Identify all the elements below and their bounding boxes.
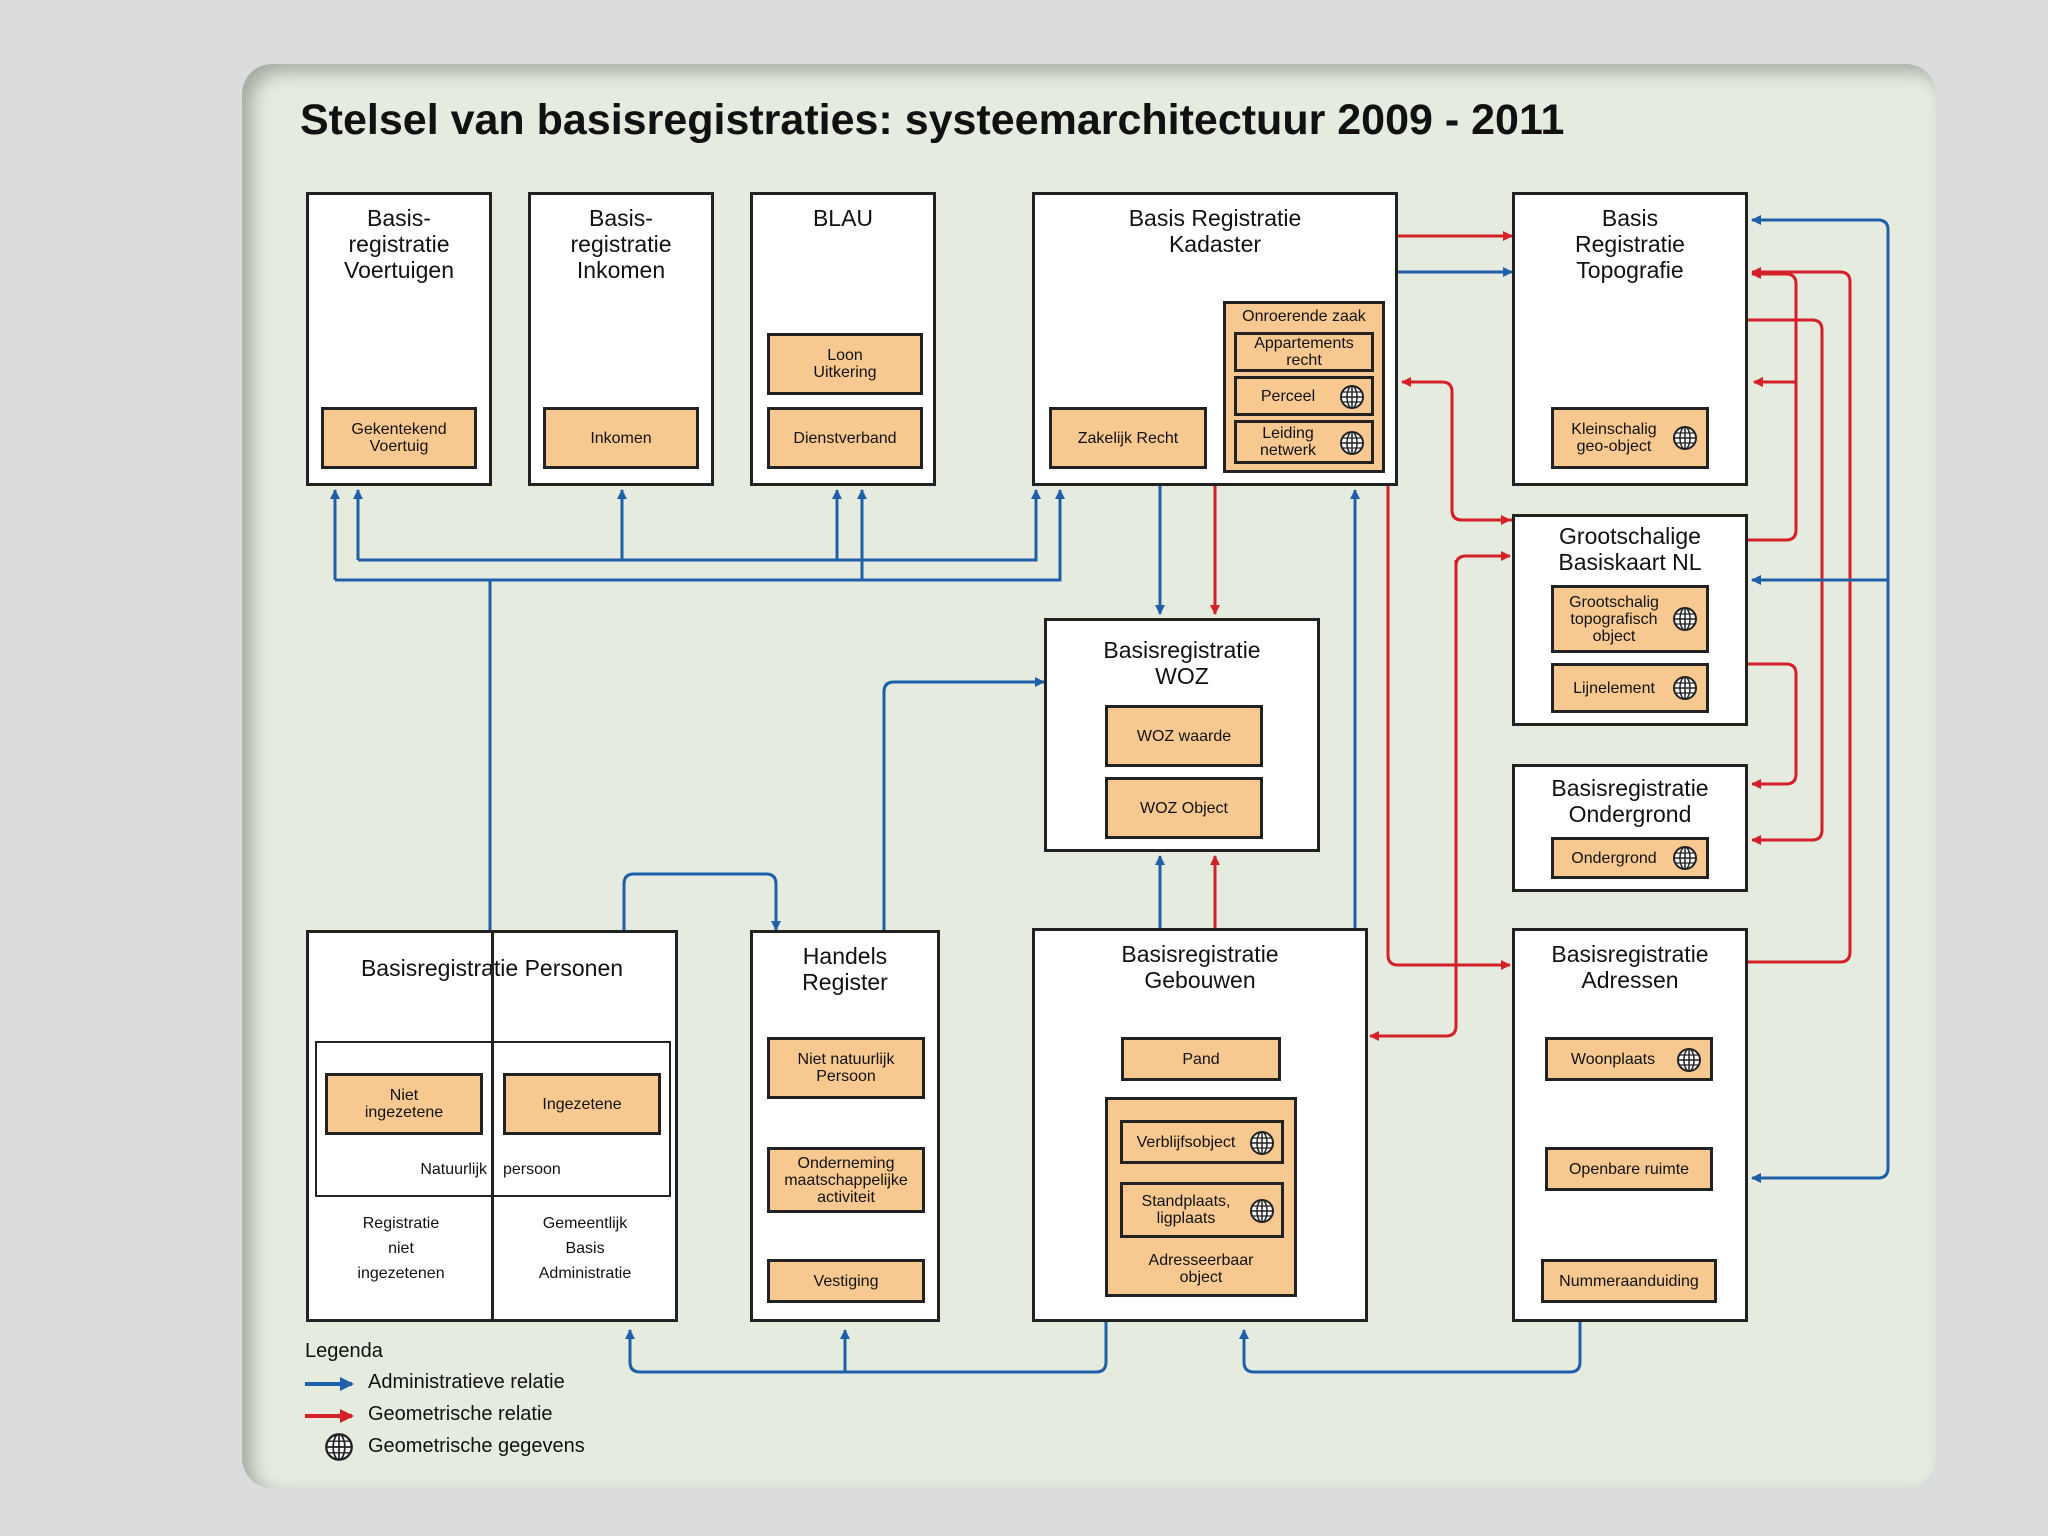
admin-relation [358, 489, 1041, 562]
object-niet-ingezetene: Niet ingezetene [325, 1073, 483, 1135]
object-label: Grootschalig topografisch object [1569, 593, 1659, 645]
globe-icon [1672, 606, 1698, 632]
admin-relation [625, 1322, 1108, 1374]
object-pand: Pand [1121, 1037, 1281, 1081]
box-title: Basis- registratie Voertuigen [344, 205, 454, 283]
admin-relation [1751, 215, 1890, 580]
legend-item-administratieve-relatie: Administratieve relatie [368, 1371, 565, 1393]
object-label: Standplaats, ligplaats [1141, 1193, 1231, 1227]
group-label: Adresseerbaar object [1148, 1252, 1254, 1286]
group-label: Onroerende zaak [1242, 308, 1366, 325]
object-kleinschalig-geo-object: Kleinschalig geo-object [1551, 407, 1709, 469]
object-woz-object: WOZ Object [1105, 777, 1263, 839]
admin-relation [882, 677, 1045, 930]
object-niet-natuurlijk-persoon: Niet natuurlijk Persoon [767, 1037, 925, 1099]
legend-item-geometrische-gegevens: Geometrische gegevens [368, 1435, 585, 1457]
object-label: Woonplaats [1570, 1050, 1656, 1068]
globe-icon [324, 1432, 354, 1462]
object-loon-uitkering: Loon Uitkering [767, 333, 923, 395]
object-woz-waarde: WOZ waarde [1105, 705, 1263, 767]
globe-icon [1249, 1130, 1275, 1156]
box-personen: Basisregistratie Personen Niet ingezeten… [306, 930, 678, 1322]
box-title: Basis Registratie Kadaster [1128, 205, 1302, 257]
group-adresseerbaar-object: Verblijfsobject Standplaats, ligplaats A… [1105, 1097, 1297, 1297]
object-label: Leiding netwerk [1259, 425, 1317, 459]
object-leidingnetwerk: Leiding netwerk [1234, 420, 1374, 464]
object-appartementsrecht: Appartements recht [1234, 332, 1374, 372]
object-ingezetene: Ingezetene [503, 1073, 661, 1135]
globe-icon [1249, 1198, 1275, 1224]
object-standplaats-ligplaats: Standplaats, ligplaats [1120, 1182, 1284, 1238]
object-vestiging: Vestiging [767, 1259, 925, 1303]
globe-icon [1676, 1047, 1702, 1073]
globe-icon [1672, 425, 1698, 451]
box-topografie: Basis Registratie Topografie Kleinschali… [1512, 192, 1748, 486]
object-nummeraanduiding: Nummeraanduiding [1541, 1259, 1717, 1303]
box-title: Basisregistratie WOZ [1103, 637, 1261, 689]
diagram-title: Stelsel van basisregistraties: systeemar… [300, 96, 1565, 144]
object-label: Kleinschalig geo-object [1571, 421, 1657, 455]
object-label: Lijnelement [1573, 679, 1655, 697]
box-title: Basisregistratie Adressen [1551, 941, 1709, 993]
legend-title: Legenda [305, 1340, 383, 1362]
label-persoon: persoon [503, 1161, 561, 1178]
box-title: Basis Registratie Topografie [1575, 205, 1685, 283]
geo-relation [1450, 509, 1511, 525]
box-woz: Basisregistratie WOZ WOZ waarde WOZ Obje… [1044, 618, 1320, 852]
box-adressen: Basisregistratie Adressen Woonplaats Ope… [1512, 928, 1748, 1322]
object-onderneming: Onderneming maatschappelijke activiteit [767, 1147, 925, 1213]
admin-relation [1751, 580, 1890, 1183]
geo-relation [1748, 267, 1852, 964]
object-grootschalig-topografisch-object: Grootschalig topografisch object [1551, 585, 1709, 653]
geo-relation [1369, 560, 1458, 1041]
legend-item-geometrische-relatie: Geometrische relatie [368, 1403, 553, 1425]
object-zakelijk-recht: Zakelijk Recht [1049, 407, 1207, 469]
box-blau: BLAU Loon Uitkering Dienstverband [750, 192, 936, 486]
globe-icon [1339, 430, 1365, 456]
box-handelsregister: Handels Register Niet natuurlijk Persoon… [750, 930, 940, 1322]
group-onroerende-zaak: Onroerende zaak Appartements recht Perce… [1223, 301, 1385, 473]
object-dienstverband: Dienstverband [767, 407, 923, 469]
divider [491, 933, 494, 1319]
box-kadaster: Basis Registratie Kadaster Zakelijk Rech… [1032, 192, 1398, 486]
geo-relation [1454, 551, 1511, 567]
label-rni: Registratie niet ingezetenen [357, 1215, 445, 1282]
object-lijnelement: Lijnelement [1551, 663, 1709, 713]
box-voertuigen: Basis- registratie Voertuigen Gekenteken… [306, 192, 492, 486]
box-title: Basisregistratie Gebouwen [1121, 941, 1279, 993]
box-title: Handels Register [802, 943, 888, 995]
box-title: Grootschalige Basiskaart NL [1558, 523, 1702, 575]
box-inkomen: Basis- registratie Inkomen Inkomen [528, 192, 714, 486]
geo-relation [1748, 662, 1798, 789]
box-ondergrond: Basisregistratie Ondergrond Ondergrond [1512, 764, 1748, 892]
admin-relation [1239, 1322, 1582, 1374]
object-inkomen: Inkomen [543, 407, 699, 469]
globe-icon [1339, 384, 1365, 410]
box-title: BLAU [812, 205, 874, 231]
object-label: Verblijfsobject [1136, 1133, 1236, 1151]
admin-relation [622, 872, 781, 931]
geo-relation [1401, 377, 1512, 522]
object-label: Perceel [1260, 387, 1316, 405]
object-perceel: Perceel [1234, 376, 1374, 416]
globe-icon [1672, 845, 1698, 871]
object-openbare-ruimte: Openbare ruimte [1545, 1147, 1713, 1191]
object-gekentekend-voertuig: Gekentekend Voertuig [321, 407, 477, 469]
geo-relation [1748, 269, 1798, 542]
globe-icon [1672, 675, 1698, 701]
label-natuurlijk: Natuurlijk [420, 1161, 487, 1178]
geo-relation [1386, 486, 1511, 970]
label-gba: Gemeentlijk Basis Administratie [538, 1215, 632, 1282]
box-gebouwen: Basisregistratie Gebouwen Pand Verblijfs… [1032, 928, 1368, 1322]
object-ondergrond: Ondergrond [1551, 837, 1709, 879]
box-grootschalige-basiskaart: Grootschalige Basiskaart NL Grootschalig… [1512, 514, 1748, 726]
box-title: Basisregistratie Ondergrond [1551, 775, 1709, 827]
box-title: Basis- registratie Inkomen [570, 205, 672, 283]
object-label: Ondergrond [1571, 849, 1657, 867]
object-verblijfsobject: Verblijfsobject [1120, 1120, 1284, 1164]
object-woonplaats: Woonplaats [1545, 1037, 1713, 1081]
